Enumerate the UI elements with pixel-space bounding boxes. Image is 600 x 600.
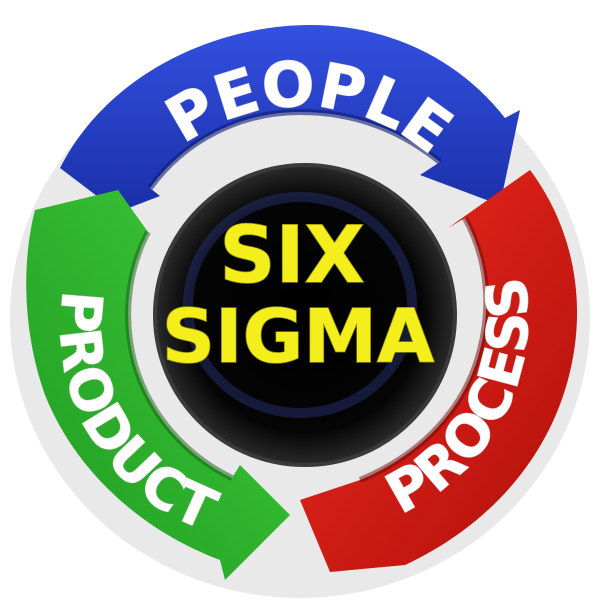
center-core-rim [153, 163, 457, 467]
product-arrow-edge [125, 230, 234, 481]
core-reflection-ring [183, 192, 417, 418]
segment-people [60, 25, 520, 212]
people-arrow [60, 25, 520, 212]
segment-product [26, 190, 290, 580]
center-title-line1: SIX [219, 211, 364, 301]
segment-process [300, 170, 578, 572]
center-core [155, 165, 455, 465]
product-arrow [26, 190, 290, 580]
center-title-line2: SIGMA [162, 294, 434, 380]
people-arrow-edge [147, 108, 442, 190]
process-arrow [300, 170, 578, 572]
process-arrow-edge [358, 216, 490, 483]
